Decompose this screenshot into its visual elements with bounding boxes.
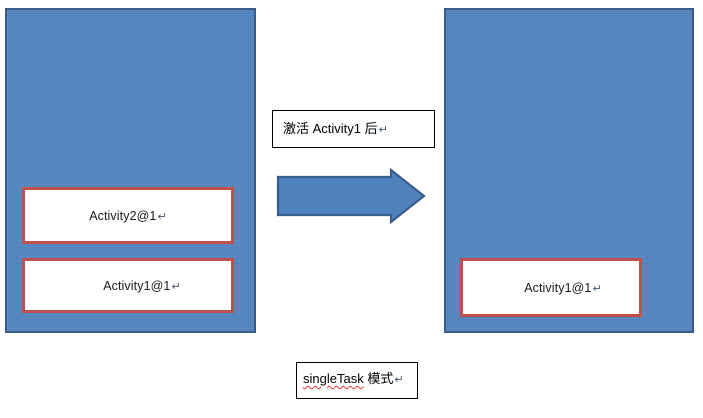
paragraph-mark-icon: ↵ [394, 374, 404, 386]
launch-mode-caption-box[interactable]: singleTask 模式↵ [296, 362, 418, 399]
activity-box-activity1-label: Activity1@1↵ [103, 278, 181, 293]
right-block-arrow-icon [276, 168, 426, 224]
transition-caption-box[interactable]: 激活 Activity1 后↵ [272, 110, 435, 148]
activity-box-activity1[interactable]: Activity1@1↵ [22, 258, 234, 313]
transition-caption-text: 激活 Activity1 后↵ [283, 121, 388, 136]
launch-mode-caption-text: singleTask 模式↵ [303, 371, 404, 386]
paragraph-mark-icon: ↵ [157, 210, 167, 223]
after-task-stack-panel: Activity1@1↵ [444, 8, 694, 333]
paragraph-mark-icon: ↵ [592, 282, 602, 295]
paragraph-mark-icon: ↵ [171, 280, 181, 293]
activity-box-activity1-after-label: Activity1@1↵ [524, 280, 602, 295]
activity-box-activity2-label: Activity2@1↵ [89, 208, 167, 223]
paragraph-mark-icon: ↵ [378, 124, 388, 136]
activity-box-activity1-after[interactable]: Activity1@1↵ [460, 258, 642, 317]
before-task-stack-panel: Activity2@1↵ Activity1@1↵ [5, 8, 256, 333]
spellcheck-flagged-word: singleTask [303, 371, 364, 386]
activity-box-activity2[interactable]: Activity2@1↵ [22, 187, 234, 244]
